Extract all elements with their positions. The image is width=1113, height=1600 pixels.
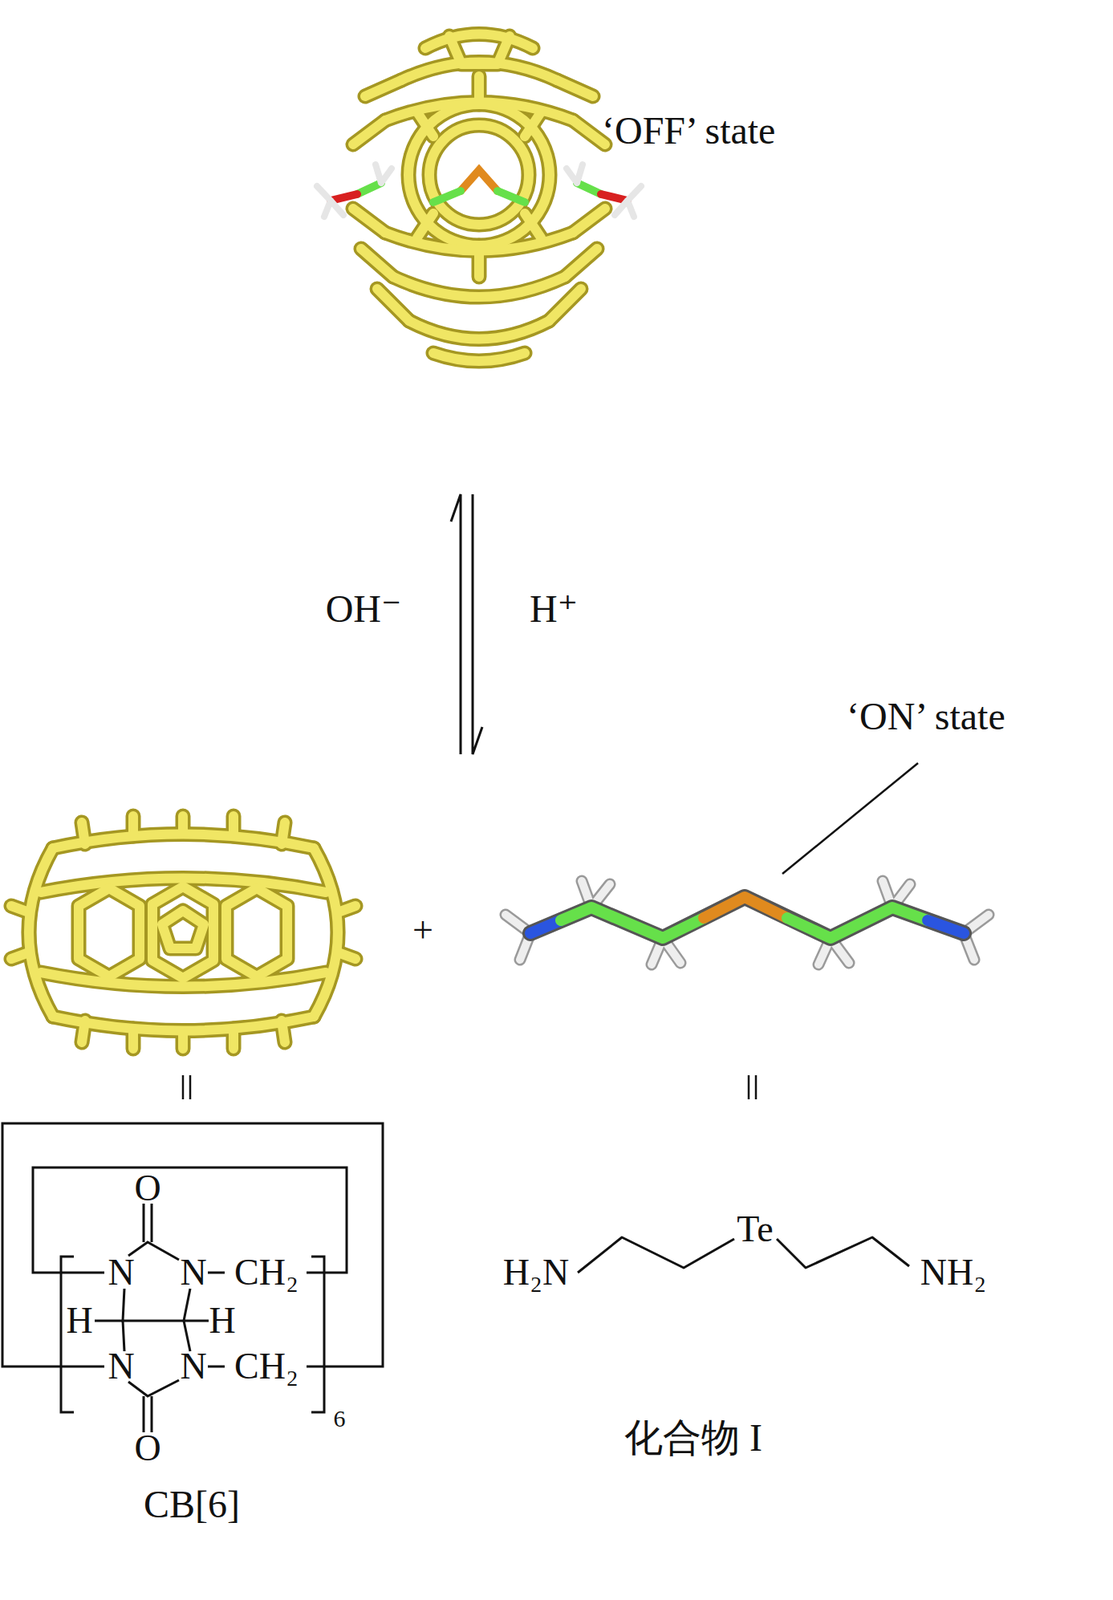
condition-label: H⁺ <box>529 589 578 629</box>
atom-label: N <box>107 1348 135 1386</box>
cb6-formula <box>2 1123 383 1433</box>
group-label: CH₂ <box>234 1348 299 1386</box>
atom-label: O <box>134 1429 161 1467</box>
guest-in-cavity <box>316 164 642 217</box>
condition-label: OH⁻ <box>325 589 403 629</box>
atom-label: N <box>179 1254 207 1292</box>
atom-label: Te <box>736 1210 773 1248</box>
atom-label: O <box>134 1169 161 1207</box>
equilibrium-arrows <box>450 494 483 755</box>
group-label: NH₂ <box>920 1254 987 1292</box>
leader-line <box>782 763 919 874</box>
state-label: ‘OFF’ state <box>601 111 776 151</box>
atom-label: N <box>107 1254 135 1292</box>
atom-label: H <box>65 1302 93 1340</box>
atom-label: N <box>179 1348 207 1386</box>
cb6-model <box>11 816 356 1049</box>
group-label: CH₂ <box>234 1254 299 1292</box>
equals-sign <box>182 1075 756 1100</box>
compound-name: CB[6] <box>143 1485 240 1524</box>
compound-model <box>505 881 989 965</box>
cb6-complex <box>353 34 606 362</box>
compound-name: 化合物 I <box>624 1418 763 1458</box>
plus-sign: + <box>412 911 434 949</box>
atom-label: H <box>208 1302 236 1340</box>
group-label: H₂N <box>503 1254 569 1292</box>
repeat-count: 6 <box>333 1406 346 1431</box>
state-label: ‘ON’ state <box>846 697 1006 736</box>
